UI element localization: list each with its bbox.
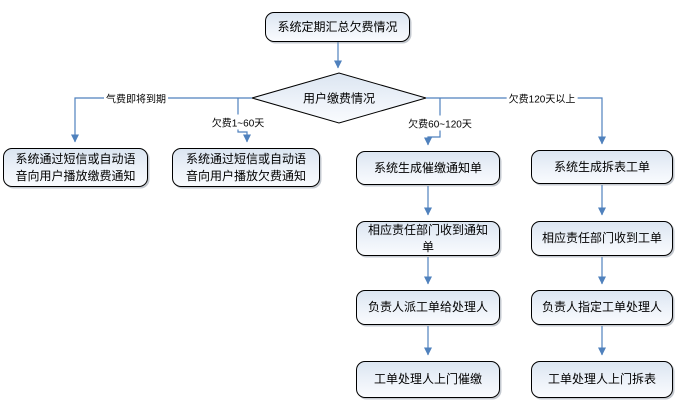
edge-label-over-120-days: 欠费120天以上 (506, 90, 578, 106)
edge-label-60-120-days: 欠费60~120天 (406, 115, 474, 131)
edge-label-1-60-days: 欠费1~60天 (209, 114, 267, 130)
node-door-to-door-remove-meter: 工单处理人上门拆表 (531, 361, 673, 398)
node-notify-payment: 系统通过短信或自动语音向用户播放缴费通知 (3, 148, 148, 187)
node-door-to-door-collect: 工单处理人上门催缴 (356, 361, 500, 398)
node-assign-work-order: 负责人派工单给处理人 (356, 290, 500, 325)
node-notify-arrears: 系统通过短信或自动语音向用户播放欠费通知 (172, 148, 320, 187)
node-designate-handler: 负责人指定工单处理人 (531, 290, 673, 325)
connector-branch-due-soon (71, 97, 252, 143)
node-dept-receive-notice: 相应责任部门收到通知单 (356, 221, 500, 256)
node-dept-receive-order: 相应责任部门收到工单 (531, 221, 673, 256)
node-start: 系统定期汇总欠费情况 (265, 12, 410, 42)
edge-label-due-soon: 气费即将到期 (104, 90, 168, 106)
node-decision-label: 用户缴费情况 (302, 91, 376, 106)
node-generate-removal-order: 系统生成拆表工单 (531, 150, 673, 184)
node-generate-reminder-notice: 系统生成催缴通知单 (356, 151, 500, 185)
connector-branch-over-120 (426, 97, 606, 145)
